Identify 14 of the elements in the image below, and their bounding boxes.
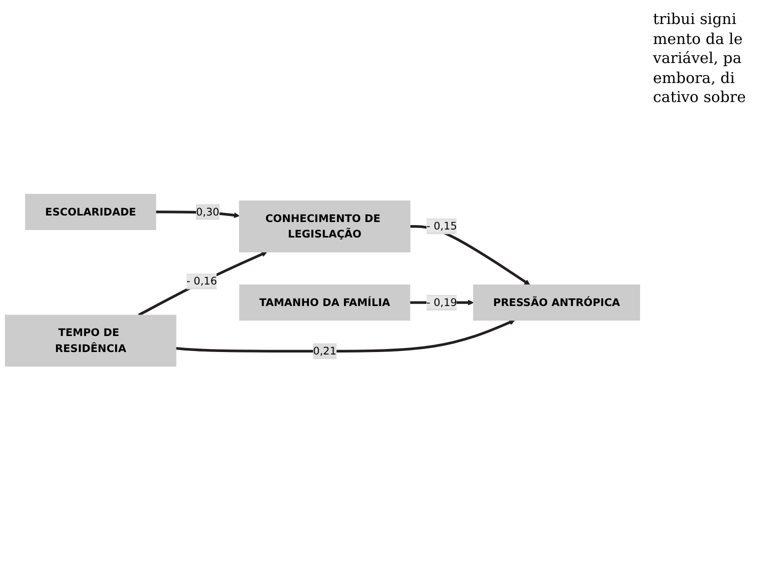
edge-label: 0,21 [313,344,336,358]
node-box: ESCOLARIDADE [25,194,156,230]
edge-label: - 0,16 [186,275,218,288]
edge-label: - 0,19 [426,296,458,309]
node-box: TAMANHO DA FAMÍLIA [239,284,410,321]
edge-label: 0,30 [196,206,220,218]
arrow [156,210,240,218]
node-box: TEMPO DE RESIDÊNCIA [4,314,176,367]
arrow [176,320,515,353]
edge-label: - 0,15 [426,220,458,233]
arrow [138,252,268,316]
node-box: PRESSÃO ANTRÓPICA [473,284,640,321]
node-box: CONHECIMENTO DE LEGISLAÇÃO [239,200,410,253]
paragraph-text: tribui signi mento da le variável, pa embora, di cativo sobre [653,10,747,108]
